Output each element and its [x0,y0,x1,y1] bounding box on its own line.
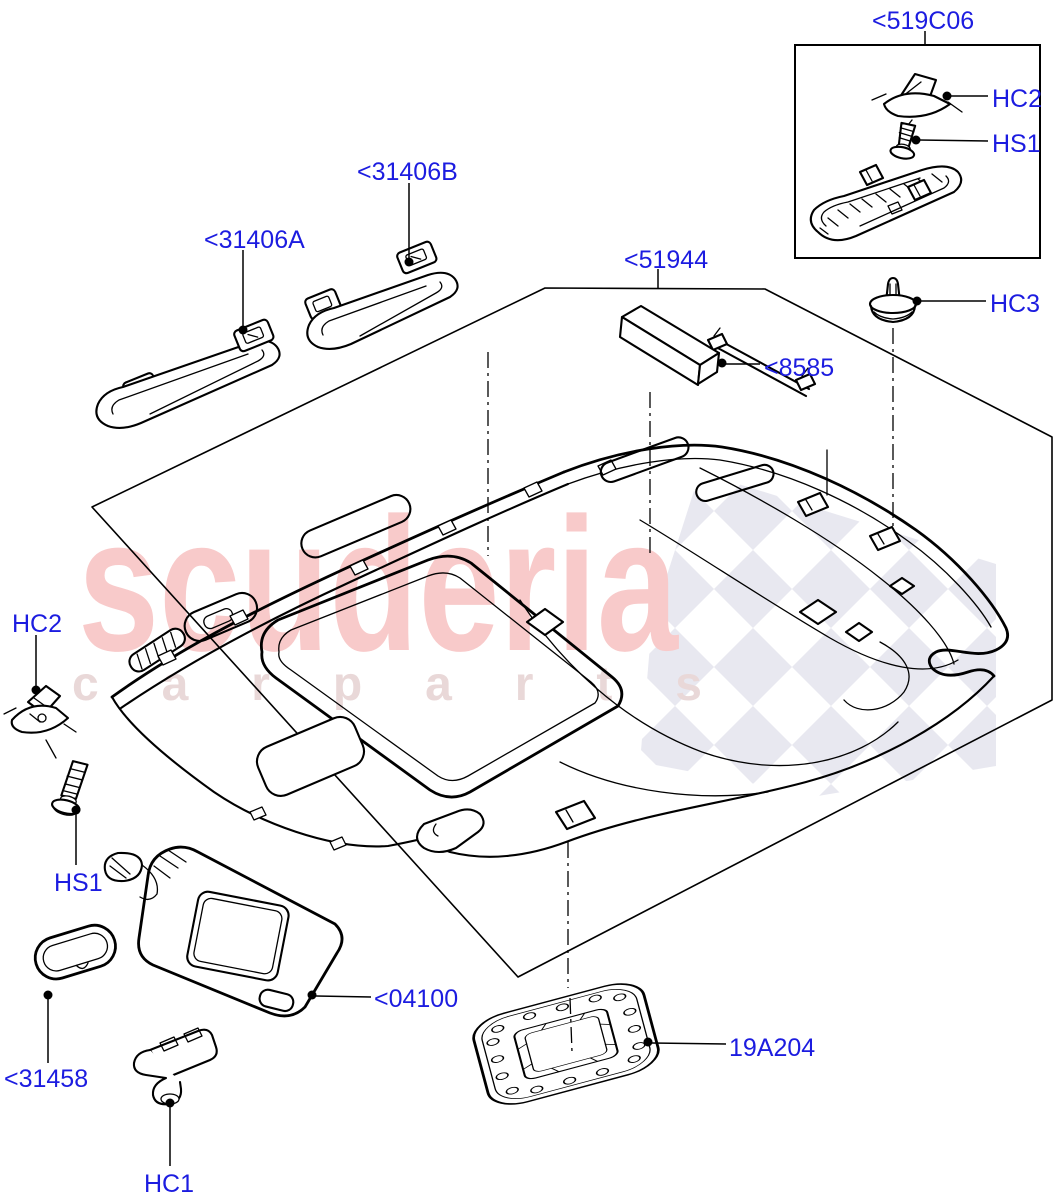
part-label-31458[interactable]: <31458 [4,1065,88,1093]
leader-lines [31,31,989,1166]
small-openings [525,576,916,643]
part-label-HS1[interactable]: HS1 [54,869,103,897]
checker-watermark [640,472,996,796]
visor-recess-slot [300,493,412,559]
handle-recess [695,463,775,503]
part-label-51944[interactable]: <51944 [624,246,708,274]
part-label-519C06[interactable]: <519C06 [872,7,974,35]
sunroof-frame [472,983,660,1105]
watermark-brand: scuderia [78,479,679,691]
part-label-HC2[interactable]: HC2 [12,610,62,638]
headliner-panel [110,436,1010,858]
watermark-layer: scuderia c a r p a r t s [72,472,996,796]
bolt-holes [486,993,646,1095]
hc1-bracket [132,1027,218,1106]
vanity-mirror [186,890,290,982]
hs1-screw [51,760,89,816]
sun-visor [103,845,344,1018]
console-cutout [255,715,366,797]
part-labels: <519C06 HC2 HS1 HC3 <51944 <8585 <31406B… [4,7,1042,1198]
headliner-sheet-outline [91,287,1053,978]
assembly-lines [487,328,894,1053]
inset-hc2-bracket [871,72,963,118]
handle-recess [599,436,690,484]
left-tip-detail [128,627,186,673]
part-label-HC3[interactable]: HC3 [990,290,1040,318]
watermark-tagline: c a r p a r t s [72,658,702,711]
hc2-bracket [3,684,77,759]
rear-clip-brackets [796,449,902,552]
part-label-HC1[interactable]: HC1 [144,1170,194,1198]
inset-hs1-screw [889,121,917,160]
part-label-HS1-inset[interactable]: HS1 [992,130,1041,158]
inset-detail-box [794,44,1041,259]
part-label-31406B[interactable]: <31406B [357,158,458,186]
foam-pad-box [618,304,721,387]
part-label-8585[interactable]: <8585 [764,354,834,382]
sunroof-opening [259,554,624,799]
part-label-HC2-inset[interactable]: HC2 [992,85,1042,113]
grab-handle-front [95,318,281,429]
visor-recess-slot [183,591,259,642]
part-label-31406A[interactable]: <31406A [204,226,305,254]
hc3-clip [868,276,918,324]
edge-clips [157,459,617,666]
inset-handle-base [809,163,963,242]
visor-clip-ring [33,923,117,981]
grab-handle-rear [304,240,459,350]
roof-rail [706,327,817,398]
part-label-04100[interactable]: <04100 [374,985,458,1013]
part-label-19A204[interactable]: 19A204 [729,1034,815,1062]
